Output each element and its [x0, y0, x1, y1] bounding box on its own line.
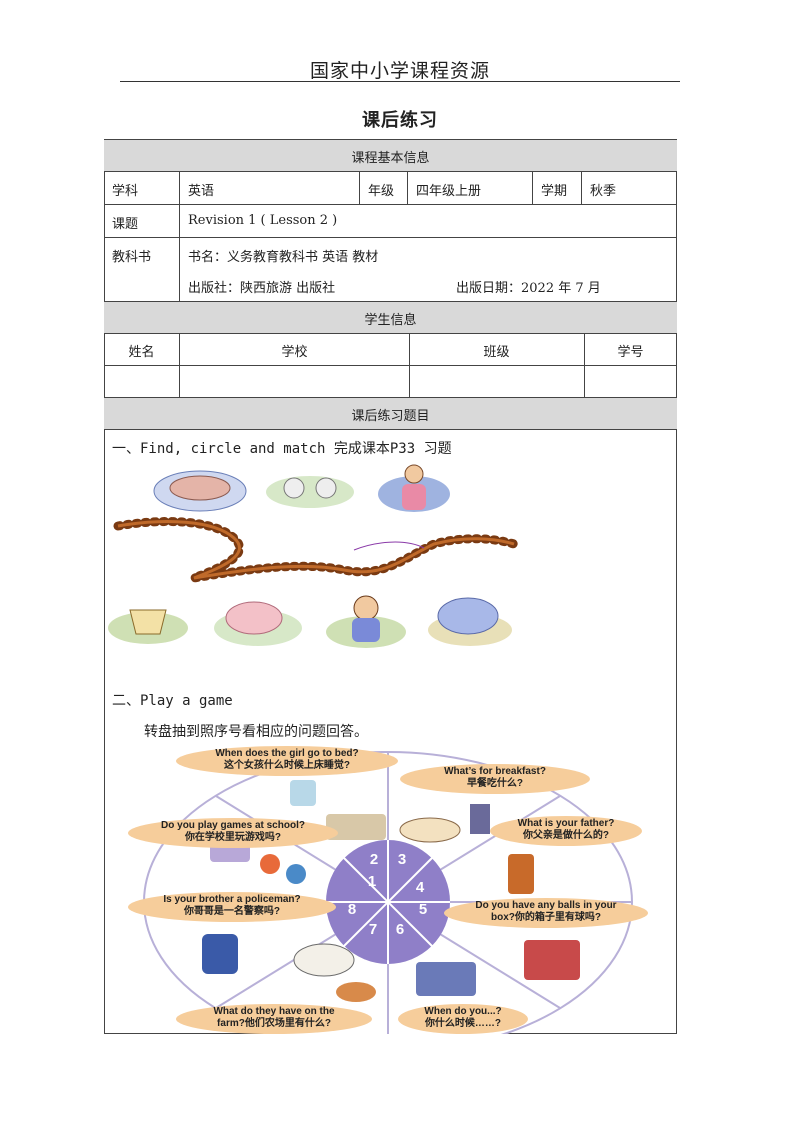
wheel-number-3: 3: [398, 851, 406, 868]
bubble-8-english: When do you...?: [424, 1006, 502, 1017]
question-bubble-2: What’s for breakfast? 早餐吃什么?: [400, 764, 590, 794]
column-student-id: 学号: [617, 345, 644, 360]
question-2-instruction: 转盘抽到照序号看相应的问题回答。: [144, 724, 368, 740]
bubble-8-chinese: 你什么时候……?: [424, 1018, 502, 1029]
publication-date: 出版日期：2022 年 7 月: [456, 281, 601, 296]
wheel-number-2: 2: [370, 851, 378, 868]
textbook-row: 教科书 书名：义务教育教科书 英语 教材 出版社：陕西旅游 出版社 出版日期：2…: [104, 238, 677, 302]
column-name: 姓名: [128, 345, 155, 360]
document-title: 课后练习: [362, 110, 438, 131]
subject-row: 学科 英语 年级 四年级上册 学期 秋季: [104, 172, 677, 205]
wheel-number-1: 1: [368, 873, 376, 890]
bubble-3-chinese: 你在学校里玩游戏吗?: [184, 832, 282, 843]
question-bubble-1: When does the girl go to bed? 这个女孩什么时候上床…: [176, 746, 398, 776]
question-bubble-4: What is your father? 你父亲是做什么的?: [490, 816, 642, 846]
textbook-label: 教科书: [112, 250, 152, 265]
column-class: 班级: [483, 345, 510, 360]
publisher: 出版社：陕西旅游 出版社: [188, 281, 336, 296]
wheel-number-6: 6: [396, 921, 404, 938]
question-bubble-3: Do you play games at school? 你在学校里玩游戏吗?: [128, 818, 338, 848]
wheel-number-4: 4: [416, 879, 425, 896]
exercises-heading: 课后练习题目: [351, 409, 430, 424]
question-bubble-5: Is your brother a policeman? 你哥哥是一名警察吗?: [128, 892, 336, 922]
grade-label: 年级: [368, 184, 395, 199]
wheel-number-8: 8: [348, 901, 356, 918]
question-2-title: 二、Play a game: [112, 693, 233, 709]
bubble-2-english: What’s for breakfast?: [444, 766, 546, 777]
bubble-5-chinese: 你哥哥是一名警察吗?: [183, 906, 281, 917]
wheel-number-7: 7: [369, 921, 377, 938]
question-bubble-7: What do they have on the farm?他们农场里有什么?: [176, 1004, 372, 1034]
grade-value: 四年级上册: [416, 184, 482, 199]
bubble-5-english: Is your brother a policeman?: [163, 894, 301, 905]
bubble-7-chinese: farm?他们农场里有什么?: [217, 1018, 331, 1029]
student-blank-row: [104, 366, 677, 398]
bubble-3-english: Do you play games at school?: [161, 820, 305, 831]
book-name: 书名：义务教育教科书 英语 教材: [188, 250, 379, 265]
course-info-heading: 课程基本信息: [351, 151, 430, 166]
student-info-heading: 学生信息: [364, 313, 417, 328]
topic-row: 课题 Revision 1 ( Lesson 2 ): [104, 205, 677, 238]
bubble-6-english: Do you have any balls in your: [475, 900, 617, 911]
term-value: 秋季: [590, 184, 617, 199]
page-header-title: 国家中小学课程资源: [309, 60, 490, 82]
bubble-4-english: What is your father?: [517, 818, 615, 829]
bubble-4-chinese: 你父亲是做什么的?: [522, 830, 610, 841]
student-columns-row: 姓名 学校 班级 学号: [104, 334, 677, 366]
course-info-header-row: 课程基本信息: [104, 140, 677, 172]
bubble-2-chinese: 早餐吃什么?: [466, 778, 524, 789]
bubble-1-chinese: 这个女孩什么时候上床睡觉?: [223, 760, 351, 771]
bubble-6-chinese: box?你的箱子里有球吗?: [491, 912, 601, 923]
topic-label: 课题: [112, 217, 139, 232]
student-info-header-row: 学生信息: [104, 302, 677, 334]
header-divider: [120, 81, 680, 82]
column-school: 学校: [281, 345, 308, 360]
bubble-1-english: When does the girl go to bed?: [215, 748, 359, 759]
question-bubble-6: Do you have any balls in your box?你的箱子里有…: [444, 898, 648, 928]
term-label: 学期: [541, 184, 568, 199]
question-1-title: 一、Find, circle and match 完成课本P33 习题: [112, 441, 452, 457]
subject-label: 学科: [112, 184, 139, 199]
exercises-header-row: 课后练习题目: [104, 398, 677, 430]
topic-value: Revision 1 ( Lesson 2 ): [188, 213, 338, 228]
subject-value: 英语: [188, 184, 215, 199]
bubble-7-english: What do they have on the: [213, 1006, 335, 1017]
wheel-number-5: 5: [419, 901, 427, 918]
find-circle-match-illustration: [108, 464, 519, 648]
question-bubble-8: When do you...? 你什么时候……?: [398, 1004, 528, 1034]
